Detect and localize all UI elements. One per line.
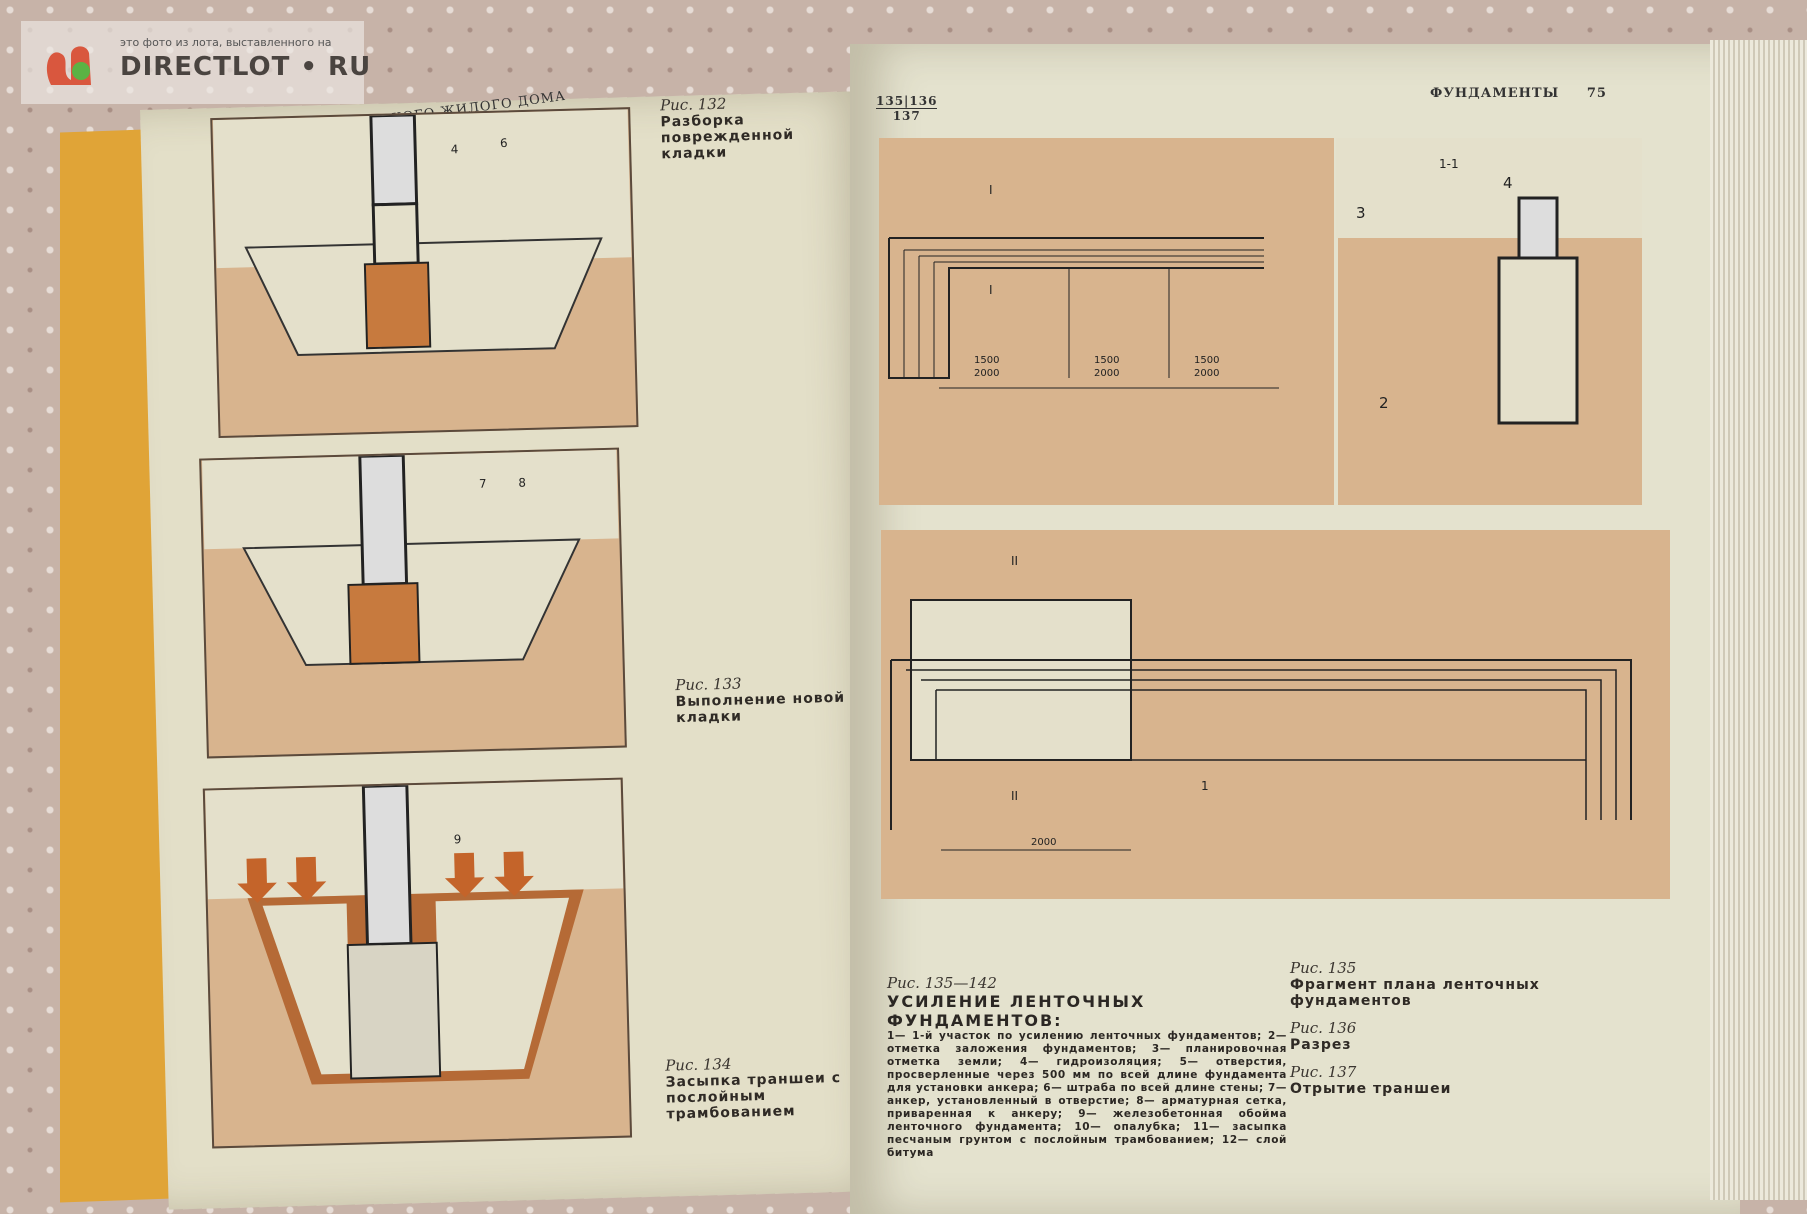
- left-page: 74 РЕМОНТ СЕЛЬСКОГО ЖИЛОГО ДОМА 4 6 Рис.…: [140, 89, 899, 1210]
- section-label: 1-1: [1439, 157, 1459, 171]
- dim-label: 2000: [1194, 368, 1219, 379]
- section-mark: I: [989, 283, 993, 297]
- label-9: 9: [454, 832, 462, 846]
- caption-136: Рис. 136 Разрез: [1290, 1019, 1590, 1053]
- group-caption: Рис. 135—142 УСИЛЕНИЕ ЛЕНТОЧНЫХ ФУНДАМЕН…: [887, 974, 1307, 1160]
- caption-137: Рис. 137 Отрытие траншеи: [1290, 1063, 1590, 1097]
- figure-132: 4 6: [210, 107, 639, 439]
- dim-label: 2000: [1094, 368, 1119, 379]
- legend-text: 1— 1-й участок по усилению ленточных фун…: [887, 1030, 1288, 1159]
- caption-133: Рис. 133 Выполнение новой кладки: [675, 671, 876, 726]
- figure-133: 7 8: [199, 447, 627, 759]
- figure-ref-bottom: 137: [892, 109, 921, 123]
- figure-number: Рис. 135—142: [887, 974, 997, 992]
- caption-132: Рис. 132 Разборка поврежденной кладки: [660, 91, 862, 163]
- dim-label: 2000: [1031, 837, 1056, 848]
- watermark: [21, 21, 364, 104]
- dim-label: 1500: [1194, 355, 1219, 366]
- caption-135: Рис. 135 Фрагмент плана ленточных фундам…: [1290, 959, 1590, 1009]
- figure-number: Рис. 135: [1290, 959, 1357, 977]
- figure-caption: Отрытие траншеи: [1290, 1081, 1452, 1097]
- figure-ref: 135|136 137: [876, 94, 938, 123]
- label-4: 4: [451, 142, 459, 156]
- watermark-brand: DIRECTLOT • RU: [120, 52, 372, 82]
- watermark-caption: это фото из лота, выставленного на: [120, 36, 332, 49]
- label-1: 1: [1201, 779, 1209, 793]
- figure-caption: Разрез: [1290, 1037, 1352, 1053]
- squirrel-logo-icon: [46, 46, 91, 85]
- dim-label: 1500: [1094, 355, 1119, 366]
- right-running-head: ФУНДАМЕНТЫ 75: [1430, 86, 1607, 101]
- running-head: ФУНДАМЕНТЫ: [1430, 86, 1560, 101]
- label-8: 8: [518, 476, 526, 490]
- figure-ref-top: 135|136: [876, 94, 938, 109]
- label-3: 3: [1356, 204, 1366, 222]
- figure-caption: Разборка поврежденной кладки: [660, 112, 795, 163]
- right-page: 135|136 137 ФУНДАМЕНТЫ 75 I I 1500 2000 …: [850, 44, 1740, 1214]
- section-mark: I: [989, 183, 993, 197]
- dim-label: 1500: [974, 355, 999, 366]
- figure-number: Рис. 136: [1290, 1019, 1357, 1037]
- group-title: УСИЛЕНИЕ ЛЕНТОЧНЫХ ФУНДАМЕНТОВ:: [887, 992, 1146, 1030]
- label-4: 4: [1503, 174, 1513, 192]
- figure-caption: Фрагмент плана ленточных фундаментов: [1290, 977, 1540, 1009]
- label-2: 2: [1379, 394, 1389, 412]
- figure-135-136: I I 1500 2000 1500 2000 1500 2000 1-1 3 …: [879, 138, 1642, 505]
- section-mark: II: [1011, 789, 1018, 803]
- dim-label: 2000: [974, 368, 999, 379]
- page-number: 75: [1586, 86, 1607, 101]
- figure-number: Рис. 137: [1290, 1063, 1357, 1081]
- page-edges: [1710, 40, 1807, 1200]
- captions-135-137: Рис. 135 Фрагмент плана ленточных фундам…: [1290, 959, 1590, 1097]
- label-7: 7: [479, 477, 487, 491]
- figure-134: 9: [202, 777, 633, 1149]
- figure-137: II II 2000 1: [881, 530, 1670, 899]
- label-6: 6: [500, 136, 508, 150]
- figure-caption: Выполнение новой кладки: [675, 689, 846, 727]
- section-mark: II: [1011, 554, 1018, 568]
